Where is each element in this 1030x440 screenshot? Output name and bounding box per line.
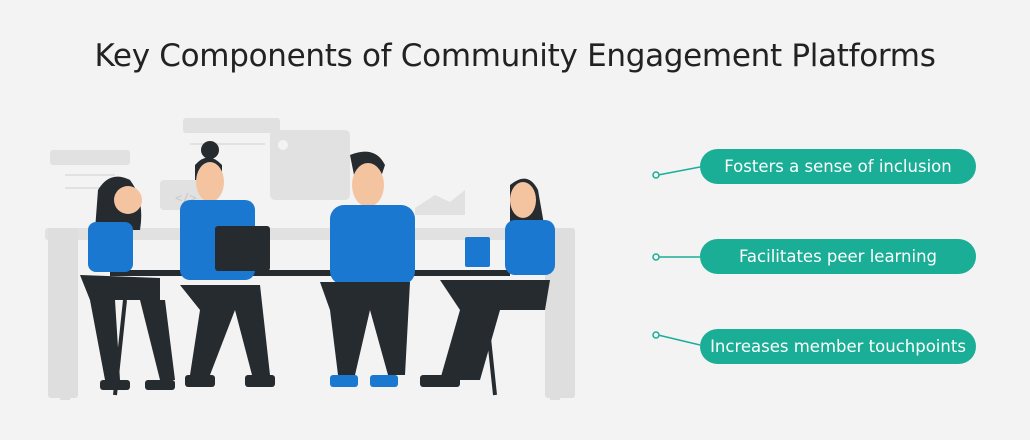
component-pill-inclusion: Fosters a sense of inclusion <box>700 149 976 184</box>
component-pill-touchpoints: Increases member touchpoints <box>700 329 976 364</box>
page-title: Key Components of Community Engagement P… <box>94 38 936 74</box>
component-pill-peer-learning: Facilitates peer learning <box>700 239 976 274</box>
connector-2 <box>652 253 700 261</box>
team-meeting-illustration: </> <box>45 118 575 400</box>
connector-1 <box>652 166 701 179</box>
connector-3 <box>652 331 701 346</box>
